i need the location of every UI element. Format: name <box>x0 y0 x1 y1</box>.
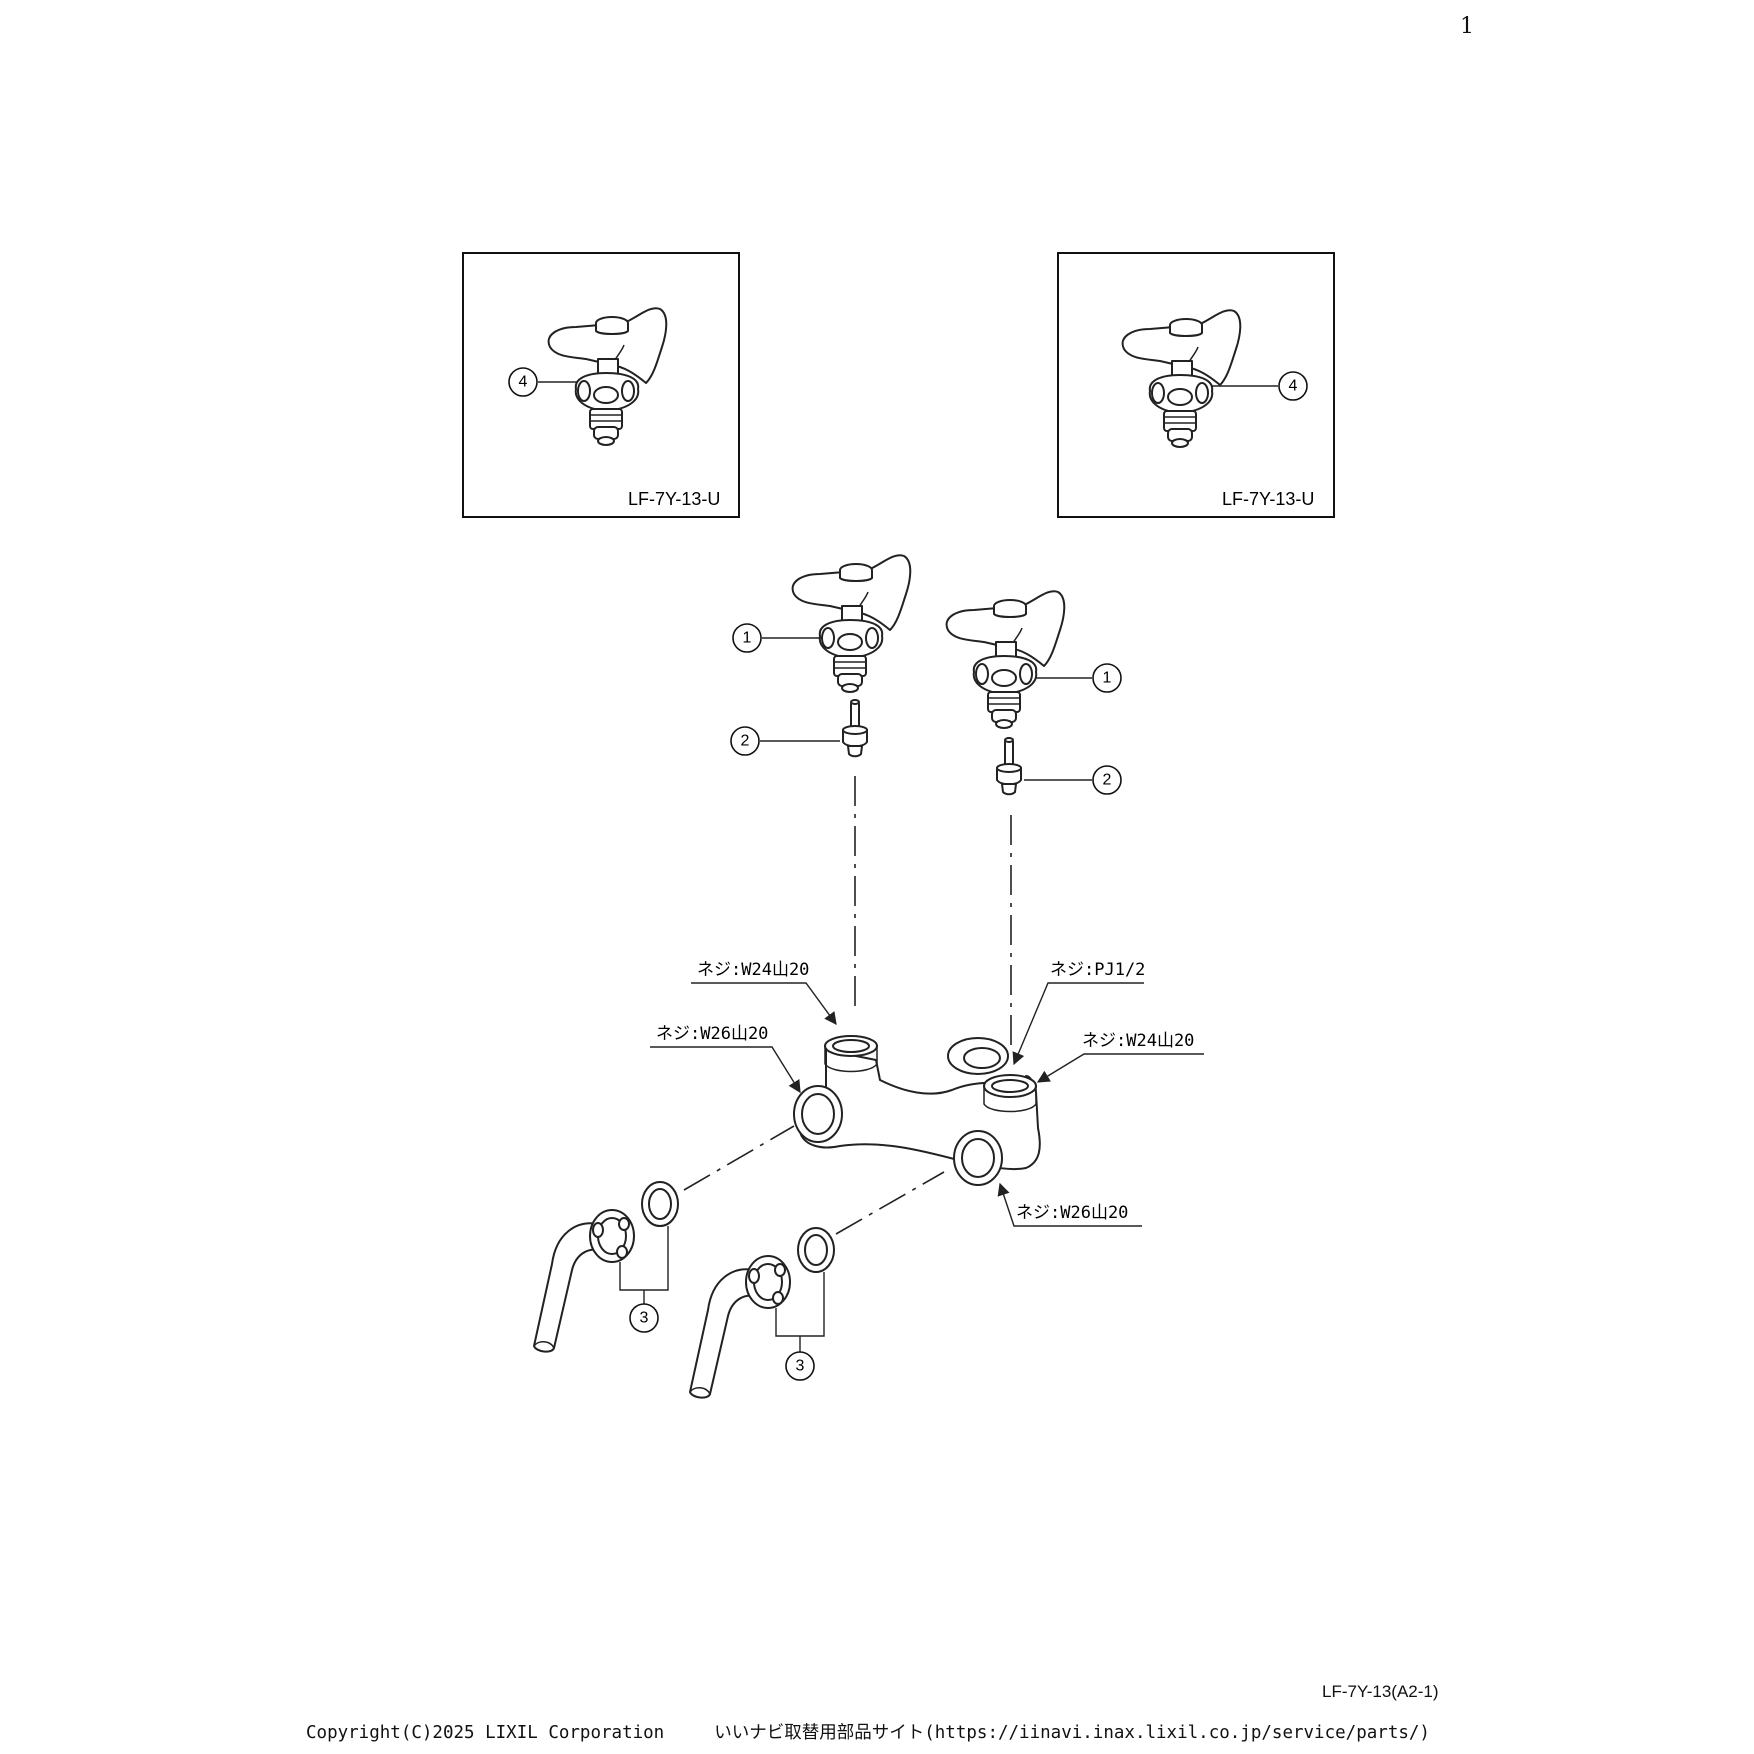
callout-circle <box>1278 371 1308 401</box>
site-link[interactable]: いいナビ取替用部品サイト(https://iinavi.inax.lixil.c… <box>714 1723 1430 1743</box>
callout-spindle-left: 2 <box>741 733 750 750</box>
washer-left-icon <box>641 1181 679 1227</box>
valve-cartridge-icon <box>547 307 668 446</box>
centerline <box>835 1171 945 1235</box>
callout-circle <box>629 1303 659 1333</box>
inset-right: 4 LF-7Y-13-U <box>1057 252 1335 518</box>
callout-circle <box>732 623 762 653</box>
inset-left: 4 LF-7Y-13-U <box>462 252 740 518</box>
thread-label-text: ネジ:W24山20 <box>697 960 809 980</box>
handle-right-icon <box>945 590 1066 729</box>
inset-left-frame <box>462 252 740 518</box>
callout-spindle-right: 2 <box>1103 772 1112 789</box>
callout-circle <box>730 726 760 756</box>
valve-cartridge-icon <box>1121 309 1242 448</box>
thread-label-text: ネジ:W26山20 <box>1016 1203 1128 1223</box>
thread-label-text: ネジ:W26山20 <box>656 1024 768 1044</box>
spout-left-icon <box>533 1209 635 1353</box>
callout-handle-left: 1 <box>743 630 752 647</box>
thread-label-top-right-pj: ネジ:PJ1/2 <box>1012 960 1145 1066</box>
spindle-right-icon <box>996 737 1022 796</box>
washer-right-icon <box>797 1227 835 1273</box>
inset-right-frame <box>1057 252 1335 518</box>
callout-handle-right: 1 <box>1103 670 1112 687</box>
thread-label-mid-left: ネジ:W26山20 <box>650 1024 801 1094</box>
callout-spout-left: 3 <box>640 1310 649 1327</box>
inset-right-model: LF-7Y-13-U <box>1222 489 1314 509</box>
spout-right-icon <box>689 1255 791 1399</box>
inset-left-callout: 4 <box>519 374 528 391</box>
callout-circle <box>508 367 538 397</box>
inset-left-model: LF-7Y-13-U <box>628 489 720 509</box>
handle-left-icon <box>791 554 912 693</box>
inset-right-callout: 4 <box>1289 378 1298 395</box>
page-number: 1 <box>1460 14 1474 39</box>
document-code: LF-7Y-13(A2-1) <box>1322 1682 1439 1701</box>
callout-circle <box>1092 765 1122 795</box>
callout-circle <box>1092 663 1122 693</box>
callout-spout-right: 3 <box>796 1358 805 1375</box>
thread-label-text: ネジ:PJ1/2 <box>1050 960 1145 980</box>
copyright-text: Copyright(C)2025 LIXIL Corporation <box>306 1723 665 1743</box>
spindle-left-icon <box>842 699 868 758</box>
footer: Copyright(C)2025 LIXIL Corporation いいナビ取替… <box>306 1719 1430 1744</box>
faucet-body-icon <box>793 1035 1041 1186</box>
thread-label-top-left: ネジ:W24山20 <box>691 960 837 1026</box>
thread-label-text: ネジ:W24山20 <box>1082 1031 1194 1051</box>
thread-label-bottom-right: ネジ:W26山20 <box>997 1182 1142 1227</box>
callout-circle <box>785 1351 815 1381</box>
centerline <box>683 1125 795 1191</box>
thread-label-mid-right: ネジ:W24山20 <box>1036 1031 1204 1083</box>
